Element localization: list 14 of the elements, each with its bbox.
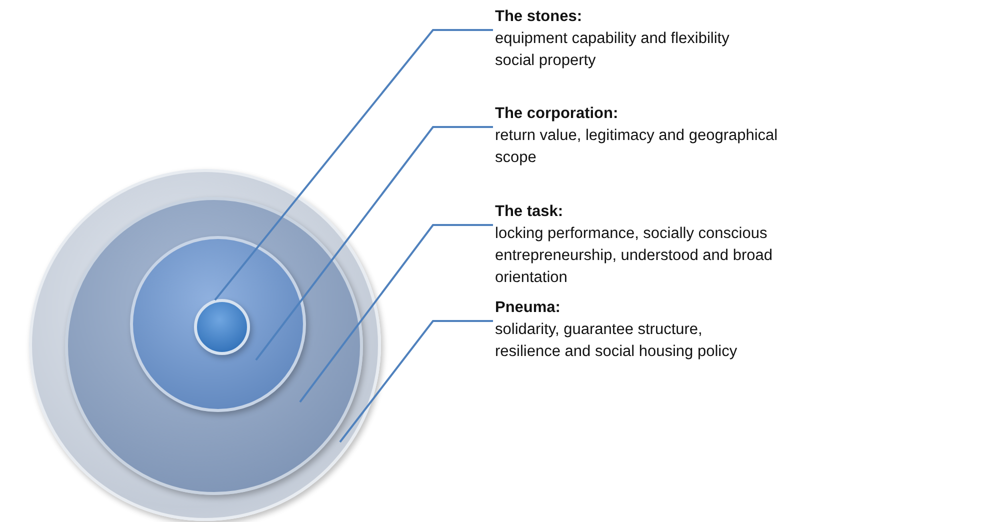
heading: The stones: — [495, 7, 582, 27]
leader-line — [214, 29, 493, 301]
heading: The task: — [495, 202, 564, 222]
leader-line — [339, 320, 493, 443]
heading: Pneuma: — [495, 298, 560, 318]
description: locking performance, socially conscious entrepreneurship, understood and broad orientation — [495, 224, 774, 288]
description: return value, legitimacy and geographical scope — [495, 126, 779, 168]
leader-line — [255, 126, 493, 361]
leader-line — [299, 224, 493, 403]
description: social property — [495, 51, 596, 71]
description: solidarity, guarantee structure, resilience and social housing policy — [495, 320, 738, 362]
heading: The corporation: — [495, 104, 618, 124]
center-disc — [194, 299, 250, 355]
description: equipment capability and flexibility — [495, 29, 730, 49]
